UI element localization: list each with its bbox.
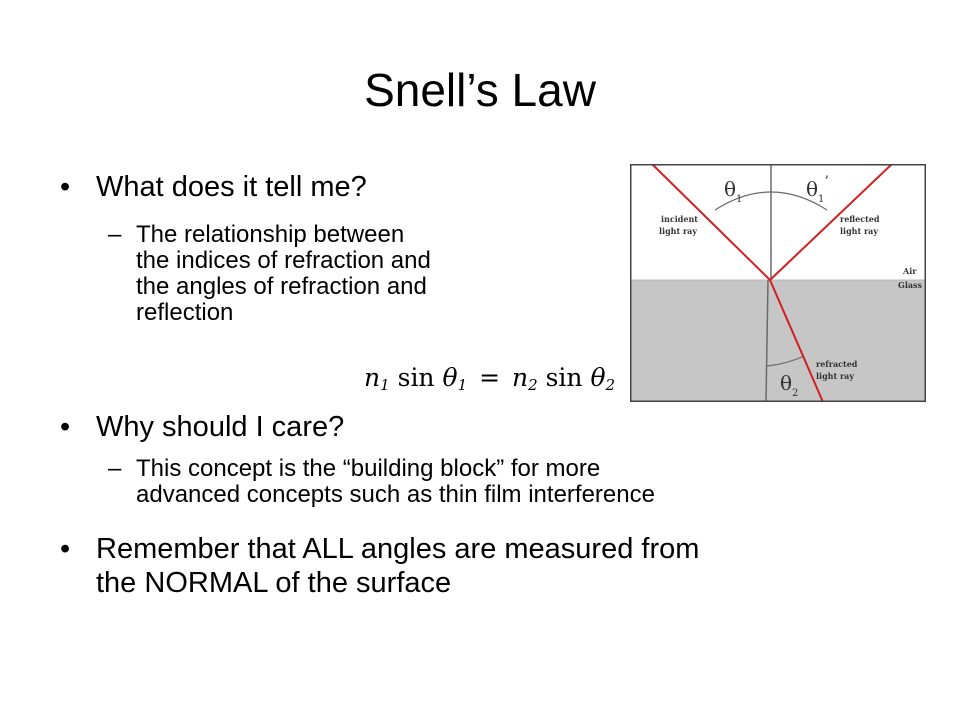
bullet-text: What does it tell me?	[96, 171, 367, 203]
glass-label: Glass	[898, 280, 923, 290]
sub-bullet-line: the indices of refraction and	[136, 247, 431, 274]
reflected-label-line1: reflected	[840, 214, 880, 224]
bullet-text: Why should I care?	[96, 411, 345, 443]
air-label: Air	[902, 266, 917, 276]
bullet-dot-icon: •	[60, 533, 71, 565]
reflected-label-line2: light ray	[840, 226, 878, 236]
eq-n1: n	[364, 363, 381, 392]
refracted-label-line1: refracted	[816, 359, 858, 369]
dash-icon: –	[108, 455, 122, 482]
reflected-ray	[769, 164, 893, 281]
eq-theta1-sub: 1	[457, 376, 468, 394]
sub-bullet-line: The relationship between	[136, 221, 405, 248]
sub-bullet-line: This concept is the “building block” for…	[136, 455, 601, 482]
incidence-angle-arc	[714, 191, 828, 211]
sub-bullet-line: the angles of refraction and	[136, 273, 427, 300]
eq-n2-sub: 2	[528, 376, 538, 394]
eq-n2: n	[511, 363, 529, 392]
eq-n1-sub: 1	[380, 376, 390, 394]
theta2-label: θ2	[780, 371, 798, 399]
theta1-label: θ1	[724, 177, 742, 205]
eq-equals: =	[479, 363, 501, 392]
diagram-frame	[630, 164, 926, 402]
eq-sin1: sin	[397, 363, 435, 392]
dash-icon: –	[108, 221, 122, 248]
sub-bullet-building-block: – This concept is the “building block” f…	[108, 455, 655, 508]
air-region	[630, 164, 926, 280]
incident-ray	[651, 164, 771, 281]
refraction-diagram: θ1 θ1’ θ2 incident light ray reflected l…	[630, 164, 926, 402]
refraction-angle-arc	[766, 355, 805, 367]
bullet-line: the NORMAL of the surface	[96, 567, 452, 599]
sub-bullet-line: advanced concepts such as thin film inte…	[136, 481, 655, 508]
eq-theta1: θ	[442, 363, 458, 392]
bullet-why-should-i-care: • Why should I care?	[60, 410, 345, 444]
refracted-label-line2: light ray	[816, 371, 854, 381]
bullet-dot-icon: •	[60, 171, 71, 203]
sub-bullet-line: reflection	[136, 299, 234, 326]
eq-theta2: θ	[590, 363, 606, 392]
bullet-line: Remember that ALL angles are measured fr…	[96, 533, 700, 565]
bullet-dot-icon: •	[60, 411, 71, 443]
sub-bullet-relationship: – The relationship between the indices o…	[108, 221, 431, 326]
bullet-what-does-it-tell-me: • What does it tell me?	[60, 170, 367, 204]
slide-title: Snell’s Law	[364, 64, 596, 116]
incident-label-line2: light ray	[659, 226, 697, 236]
eq-sin2: sin	[545, 363, 583, 392]
eq-theta2-sub: 2	[605, 376, 616, 394]
snells-law-equation: n1 sin θ1 = n2 sin θ2	[364, 362, 615, 401]
refracted-ray	[769, 279, 824, 402]
theta1-prime-label: θ1’	[806, 174, 829, 205]
bullet-remember-normal: • Remember that ALL angles are measured …	[60, 532, 700, 600]
normal-line-lower	[765, 279, 769, 402]
incident-label-line1: incident	[661, 214, 698, 224]
